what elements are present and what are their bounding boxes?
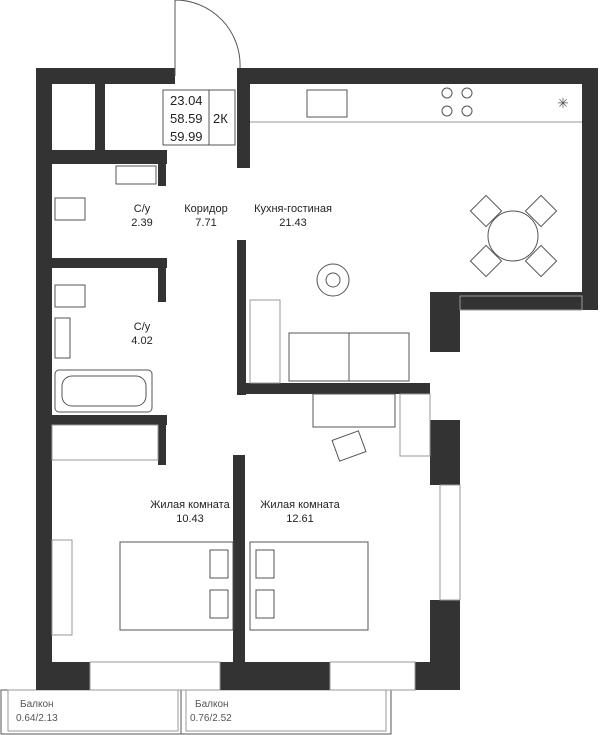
dining-table [469,194,558,278]
area-summary: 23.04 58.59 59.99 2К [162,89,236,146]
tv-stand [51,539,73,636]
living-area: 23.04 [170,93,203,108]
window [329,661,416,691]
room-label-bedroom-2: Жилая комната 12.61 [260,499,340,525]
svg-text:С/у: С/у [134,203,151,215]
sofa [288,332,410,382]
svg-text:4.02: 4.02 [131,335,152,347]
desk [312,393,396,428]
balcony-label-left: Балкон 0.64/2.13 [16,699,58,724]
wardrobe [249,299,281,384]
svg-text:7.71: 7.71 [195,217,216,229]
svg-text:✳: ✳ [557,95,569,111]
wardrobe [399,393,431,457]
balcony-right [180,689,392,735]
room-label-bedroom-1: Жилая комната 10.43 [150,499,230,525]
svg-text:2.39: 2.39 [131,217,152,229]
walls [36,68,598,690]
svg-text:Кухня-гостиная: Кухня-гостиная [254,203,332,215]
ceiling-light [316,263,350,297]
svg-text:С/у: С/у [134,321,151,333]
svg-text:Коридор: Коридор [184,203,227,215]
room-label-corridor: Коридор 7.71 [184,203,227,229]
room-label-bathroom-2: С/у 4.02 [131,321,152,347]
room-label-kitchen-living: Кухня-гостиная 21.43 [254,203,332,229]
wardrobe [51,424,159,461]
balcony-left [0,689,182,735]
svg-text:Жилая комната: Жилая комната [150,499,230,511]
balcony-label-right: Балкон 0.76/2.52 [190,699,232,724]
room-label-bathroom-1: С/у 2.39 [131,203,152,229]
kitchen-counter: ✳ [250,87,582,123]
total-area: 58.59 [170,111,203,126]
svg-text:12.61: 12.61 [286,513,314,525]
svg-text:0.64/2.13: 0.64/2.13 [16,713,58,724]
entrance-door[interactable] [174,0,241,76]
bed-left [119,541,234,631]
area-with-balconies: 59.99 [170,129,203,144]
window [89,661,221,691]
bathroom-fixtures [54,165,157,413]
window [439,484,461,601]
svg-text:Балкон: Балкон [195,699,229,710]
svg-text:21.43: 21.43 [279,217,307,229]
window [459,295,583,311]
apartment-type: 2К [213,111,228,126]
svg-text:10.43: 10.43 [176,513,204,525]
svg-text:0.76/2.52: 0.76/2.52 [190,713,232,724]
svg-text:Балкон: Балкон [20,699,54,710]
svg-text:Жилая комната: Жилая комната [260,499,340,511]
bed-right [249,541,369,631]
